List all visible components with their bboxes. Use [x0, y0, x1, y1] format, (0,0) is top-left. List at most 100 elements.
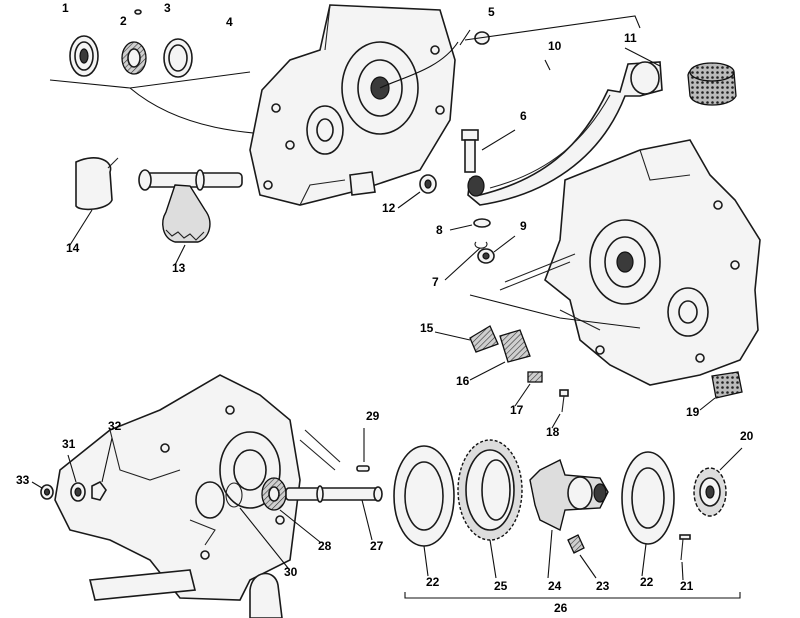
- part-23-spring: [567, 534, 585, 554]
- callout-33: 33: [16, 473, 30, 487]
- lead-13: [174, 244, 186, 266]
- lead-30: [239, 507, 289, 569]
- part-17-small-block: [527, 371, 543, 383]
- callout-24: 24: [548, 579, 562, 593]
- lead-6: [481, 129, 516, 151]
- part-32-lock-washer: [91, 480, 107, 501]
- part-2-small-washer: [134, 9, 142, 15]
- part-31-washer: [70, 482, 86, 502]
- lead-11: [624, 47, 661, 67]
- callout-32: 32: [108, 419, 122, 433]
- part-3-needle-bearing: [121, 41, 147, 75]
- part-22-friction-disc-left: [393, 445, 455, 547]
- lead-16: [469, 361, 506, 381]
- part-12-bushing: [419, 174, 437, 194]
- part-8-washer: [473, 218, 491, 228]
- callout-11: 11: [624, 31, 637, 45]
- lead-7: [444, 247, 481, 281]
- part-18-pin: [559, 389, 569, 413]
- part-14-spring: [75, 157, 119, 211]
- lead-12: [397, 191, 421, 209]
- part-1-oil-seal: [69, 35, 99, 77]
- callout-3: 3: [164, 1, 171, 15]
- part-4-ring: [163, 38, 193, 78]
- callout-9: 9: [520, 219, 527, 233]
- callout-1: 1: [62, 1, 69, 15]
- callout-4: 4: [226, 15, 233, 29]
- part-15-pad: [469, 325, 499, 353]
- bracket-26: [404, 592, 741, 599]
- lead-31: [67, 454, 77, 483]
- lead-17: [514, 383, 531, 407]
- callout-13: 13: [172, 261, 186, 275]
- callout-6: 6: [520, 109, 527, 123]
- part-10-kick-lever: [467, 61, 663, 206]
- part-6-bolt: [461, 129, 479, 173]
- lead-18: [551, 413, 561, 429]
- callout-30: 30: [284, 565, 298, 579]
- callout-20: 20: [740, 429, 754, 443]
- gearbox-housing: [54, 374, 341, 618]
- part-19-rubber-pad: [711, 371, 743, 399]
- part-24-clutch-hub: [529, 459, 609, 532]
- callout-18: 18: [546, 425, 560, 439]
- part-9-nut: [477, 248, 495, 264]
- callout-26: 26: [554, 601, 568, 615]
- lead-22-left: [423, 545, 429, 577]
- callout-12: 12: [382, 201, 396, 215]
- callout-2: 2: [120, 14, 127, 28]
- callout-8: 8: [436, 223, 443, 237]
- part-7-circlip: [474, 241, 488, 249]
- callout-17: 17: [510, 403, 524, 417]
- callout-25: 25: [494, 579, 508, 593]
- lead-25: [489, 539, 497, 579]
- callout-22: 22: [426, 575, 440, 589]
- guide-line: [469, 294, 641, 329]
- part-22-friction-disc-right: [621, 451, 675, 545]
- side-cover: [249, 4, 456, 206]
- callout-27: 27: [370, 539, 384, 553]
- callout-19: 19: [686, 405, 700, 419]
- lead-5: [459, 29, 471, 46]
- part-20-sprocket: [693, 467, 727, 517]
- part-11-rubber-grip: [687, 62, 737, 106]
- part-27-shaft: [285, 485, 383, 503]
- lead-14: [69, 209, 93, 246]
- callout-16: 16: [456, 374, 470, 388]
- callout-28: 28: [318, 539, 332, 553]
- part-29-pin: [356, 465, 370, 472]
- part-13-kick-shaft: [138, 169, 243, 243]
- callout-5: 5: [488, 5, 495, 19]
- lead-24: [547, 529, 553, 579]
- callout-7: 7: [432, 275, 439, 289]
- lead-9: [493, 235, 516, 253]
- lead-32: [101, 437, 113, 483]
- bracket-10: [464, 15, 641, 41]
- lead-28: [279, 509, 321, 543]
- lead-27: [361, 499, 373, 541]
- callout-21: 21: [680, 579, 694, 593]
- callout-10: 10: [548, 39, 562, 53]
- lead-33: [31, 481, 43, 489]
- lead-22-right: [641, 543, 647, 577]
- lead-10: [544, 59, 551, 71]
- callout-14: 14: [66, 241, 80, 255]
- lead-8: [449, 224, 473, 231]
- lead-15: [434, 331, 471, 341]
- lead-19: [699, 397, 716, 411]
- callout-31: 31: [62, 437, 76, 451]
- part-30-circlip: [225, 482, 243, 508]
- part-16-pad: [499, 329, 531, 363]
- part-21-pin: [679, 534, 691, 561]
- callout-23: 23: [596, 579, 610, 593]
- lead-23: [579, 554, 597, 579]
- lead-20: [719, 447, 743, 471]
- callout-15: 15: [420, 321, 434, 335]
- callout-29: 29: [366, 409, 380, 423]
- part-28-bearing: [261, 477, 287, 511]
- crankcase-right-half: [499, 139, 761, 386]
- lead-21: [681, 561, 684, 581]
- part-25-clutch-bell: [457, 439, 523, 541]
